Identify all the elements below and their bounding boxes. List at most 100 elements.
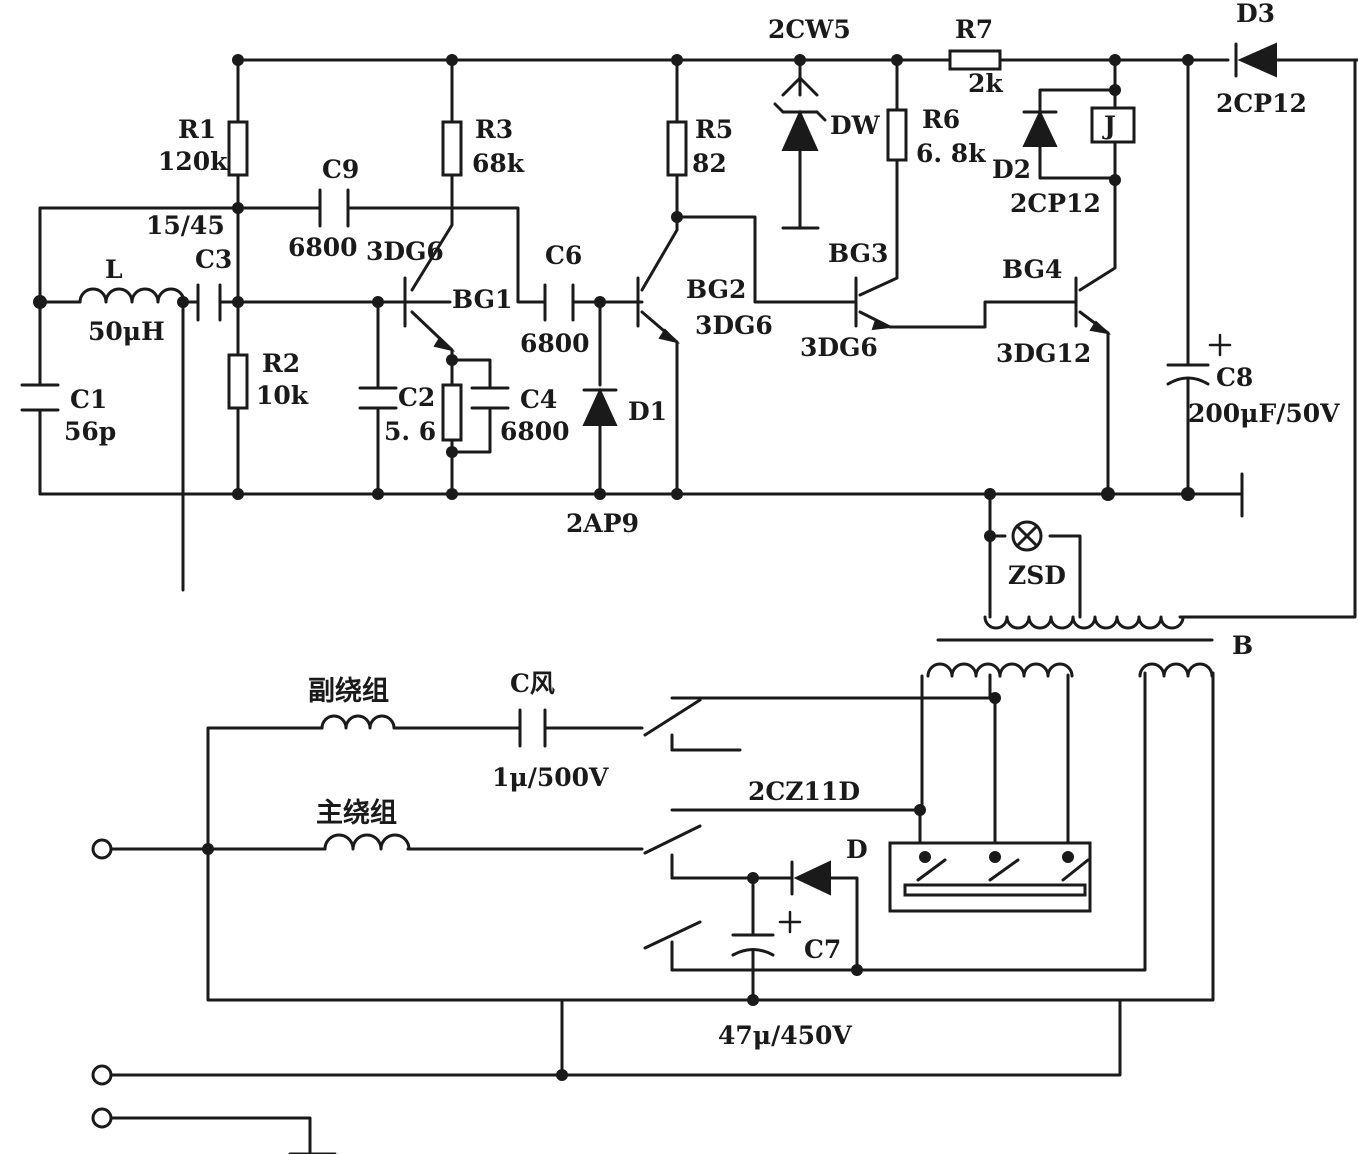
c2-label: C2	[398, 383, 435, 412]
c6-capacitor	[543, 283, 575, 322]
c7-capacitor-curved	[731, 948, 775, 957]
primary-coil-left	[926, 662, 1002, 678]
r3-value: 68k	[472, 149, 525, 178]
r5-label: R5	[695, 115, 733, 144]
c8-value: 200μF/50V	[1188, 399, 1340, 428]
c6-label: C6	[545, 241, 582, 270]
r3-label: R3	[475, 115, 513, 144]
d2-diode	[1022, 109, 1058, 147]
c4-capacitor	[470, 386, 510, 410]
r6-value: 6. 8k	[916, 139, 986, 168]
r1-value: 120k	[158, 147, 228, 176]
terminal-3	[91, 1107, 113, 1129]
r3-resistor	[441, 120, 463, 177]
wiring	[38, 58, 1358, 1154]
c2-capacitor	[358, 386, 398, 410]
bg1-part: 3DG6	[366, 237, 444, 266]
aux-winding-coil	[320, 714, 396, 730]
bg4-part: 3DG12	[996, 339, 1091, 368]
r2-label: R2	[262, 349, 300, 378]
c1-value: 56p	[64, 417, 116, 446]
bg1-label: BG1	[452, 285, 512, 314]
inductors	[78, 287, 1214, 851]
r7-label: R7	[955, 15, 993, 44]
r5-value: 82	[692, 149, 727, 178]
r7-resistor	[948, 49, 1002, 71]
r2-value: 10k	[256, 381, 309, 410]
dw-zener	[781, 76, 819, 97]
bg2-label: BG2	[686, 275, 746, 304]
diode-d-label: D	[846, 835, 868, 864]
c7-value: 47μ/450V	[718, 1021, 852, 1050]
bg4-transistor	[1058, 276, 1112, 335]
primary-coil-right	[998, 662, 1074, 678]
main-winding-coil	[323, 833, 411, 851]
c8-capacitor-curved	[1166, 376, 1210, 386]
terminal-2	[91, 1064, 113, 1086]
r5-resistor	[666, 120, 688, 177]
diodes	[582, 42, 1277, 896]
capacitors	[20, 188, 1232, 957]
c3-label: C3	[195, 245, 232, 274]
junction-dots	[33, 54, 1195, 1081]
tap-ratio: 15/45	[146, 211, 225, 240]
lamp-label: ZSD	[1008, 561, 1066, 590]
d1-diode	[582, 387, 618, 426]
d3-diode	[1237, 42, 1277, 78]
c-fan-capacitor	[518, 708, 547, 748]
d1-label: D1	[628, 397, 667, 426]
inductor-value: 50μH	[88, 317, 165, 346]
relay-coil-j	[1090, 106, 1136, 144]
bg3-transistor	[838, 276, 894, 331]
c7-label: C7	[804, 935, 841, 964]
input-terminals	[91, 838, 113, 1129]
c4-value: 6800	[500, 417, 570, 446]
transistors	[376, 276, 1112, 352]
bg4-label: BG4	[1002, 255, 1062, 284]
bg3-part: 3DG6	[800, 333, 878, 362]
transformer-label: B	[1232, 631, 1253, 660]
d3-label: D3	[1236, 0, 1275, 28]
d2-part: 2CP12	[1010, 189, 1101, 218]
c6-value: 6800	[520, 329, 590, 358]
zsd-lamp	[1011, 520, 1043, 552]
d2-label: D2	[992, 155, 1031, 184]
c1-label: C1	[70, 385, 107, 414]
c2-value: 5. 6	[384, 417, 436, 446]
bg2-part: 3DG6	[695, 311, 773, 340]
c9-capacitor	[318, 188, 350, 228]
r4-resistor	[441, 383, 463, 442]
c9-value: 6800	[288, 233, 358, 262]
c1-capacitor	[20, 383, 60, 412]
d-diode	[793, 860, 831, 896]
inductor-label: L	[105, 255, 123, 284]
l-inductor	[78, 287, 186, 304]
zener-part-label: 2CW5	[768, 15, 851, 44]
d1-part: 2AP9	[566, 509, 639, 538]
rectifier-label: 2CZ11D	[748, 777, 860, 806]
r6-resistor	[886, 108, 908, 162]
aux-winding-label: 副绕组	[308, 675, 389, 707]
primary-coil-far	[1138, 662, 1214, 678]
relay-contact-block	[888, 841, 1092, 913]
r1-resistor	[227, 120, 249, 177]
relay-label: J	[1102, 111, 1116, 140]
terminal-1	[91, 838, 113, 860]
bg2-transistor	[616, 276, 681, 344]
r2-resistor	[227, 353, 249, 410]
r7-value: 2k	[968, 69, 1003, 98]
c8-label: C8	[1216, 363, 1253, 392]
c3-capacitor	[196, 283, 222, 322]
main-winding-label: 主绕组	[316, 797, 397, 829]
cap-fan-label: C风	[510, 669, 555, 698]
bg3-label: BG3	[828, 239, 888, 268]
d3-part: 2CP12	[1216, 89, 1307, 118]
cap-fan-value: 1μ/500V	[492, 763, 609, 792]
component-labels: 2CW5 R7 2k D3 2CP12 R1 120k R3 68k R5 82…	[64, 0, 1340, 1050]
resistors	[227, 49, 1002, 442]
c9-label: C9	[322, 155, 359, 184]
secondary-coil-lamp	[983, 615, 1185, 630]
dw-label: DW	[830, 111, 881, 140]
r6-label: R6	[922, 105, 960, 134]
